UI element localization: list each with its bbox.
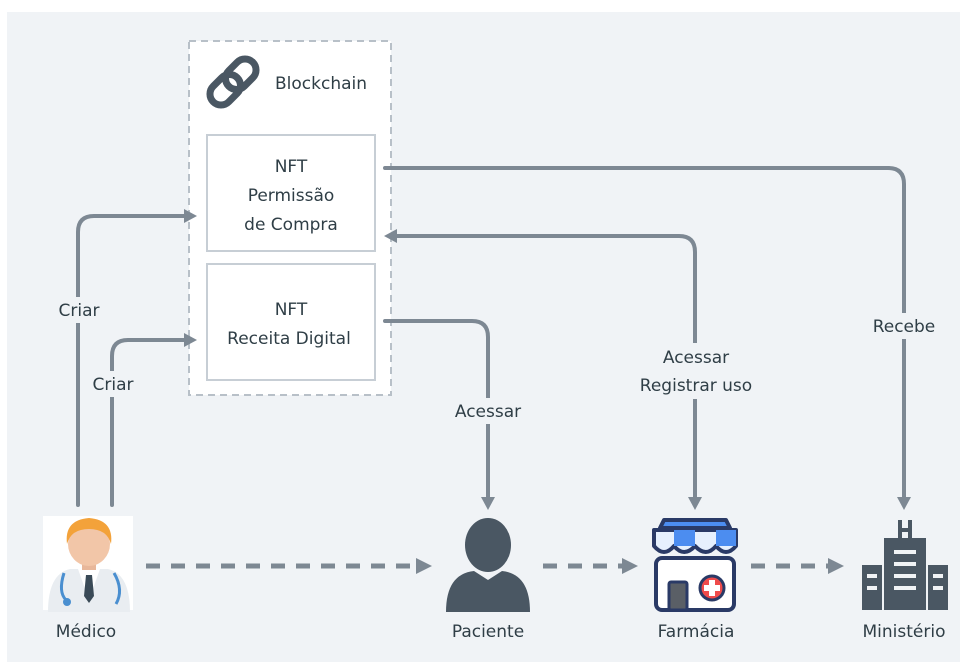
- nft-receita-line1: NFT: [275, 300, 308, 320]
- chain-link-icon: [206, 55, 260, 109]
- edge-farmacia-permissao: [394, 234, 697, 502]
- actor-label-farmacia: Farmácia: [658, 622, 735, 642]
- edge-medico-receita: [110, 338, 188, 507]
- actor-label-ministerio: Ministério: [863, 622, 946, 642]
- actor-label-paciente: Paciente: [452, 622, 524, 642]
- edge-label-acessar-registrar-1: Acessar: [663, 348, 729, 368]
- edge-label-criar-2: Criar: [93, 375, 134, 395]
- actor-label-medico: Médico: [56, 622, 116, 642]
- edge-label-acessar-registrar-2: Registrar uso: [640, 376, 752, 396]
- edge-label-bg-acessar-registrar: [630, 343, 762, 399]
- edge-receita-paciente: [383, 319, 490, 500]
- edge-label-bg-criar-2: [88, 371, 138, 397]
- nft-permissao-box: [206, 134, 376, 252]
- arrowhead-receita: [184, 333, 197, 347]
- edge-label-recebe: Recebe: [873, 317, 936, 337]
- nft-receita-box: [206, 263, 376, 381]
- nft-permissao-line1: NFT: [275, 157, 308, 177]
- person-icon: [446, 518, 530, 612]
- arrowhead-paciente: [481, 497, 495, 510]
- edge-label-criar-1: Criar: [59, 301, 100, 321]
- arrowhead-farmacia: [688, 497, 702, 510]
- pharmacy-store-icon: [652, 518, 738, 612]
- nft-permissao-line2: Permissão: [248, 186, 335, 206]
- arrowhead-permissao: [184, 209, 197, 223]
- edge-label-bg-recebe: [866, 313, 942, 339]
- nft-permissao-line3: de Compra: [244, 215, 338, 235]
- edge-label-bg-criar-1: [54, 297, 106, 323]
- arrowhead-permissao-farmacia: [384, 229, 397, 243]
- flow-arrowhead-ministerio: [828, 558, 844, 574]
- blockchain-label: Blockchain: [275, 74, 367, 94]
- nft-receita-line2: Receita Digital: [227, 329, 351, 349]
- edge-permissao-ministerio: [383, 166, 906, 500]
- doctor-icon: [43, 516, 133, 612]
- edge-label-acessar: Acessar: [455, 402, 521, 422]
- flow-arrowhead-farmacia: [622, 558, 638, 574]
- flow-arrowhead-paciente: [416, 558, 432, 574]
- arrowhead-ministerio: [897, 497, 911, 510]
- edge-medico-permissao: [76, 214, 188, 507]
- building-icon: [862, 520, 948, 610]
- edge-label-bg-acessar: [447, 398, 529, 424]
